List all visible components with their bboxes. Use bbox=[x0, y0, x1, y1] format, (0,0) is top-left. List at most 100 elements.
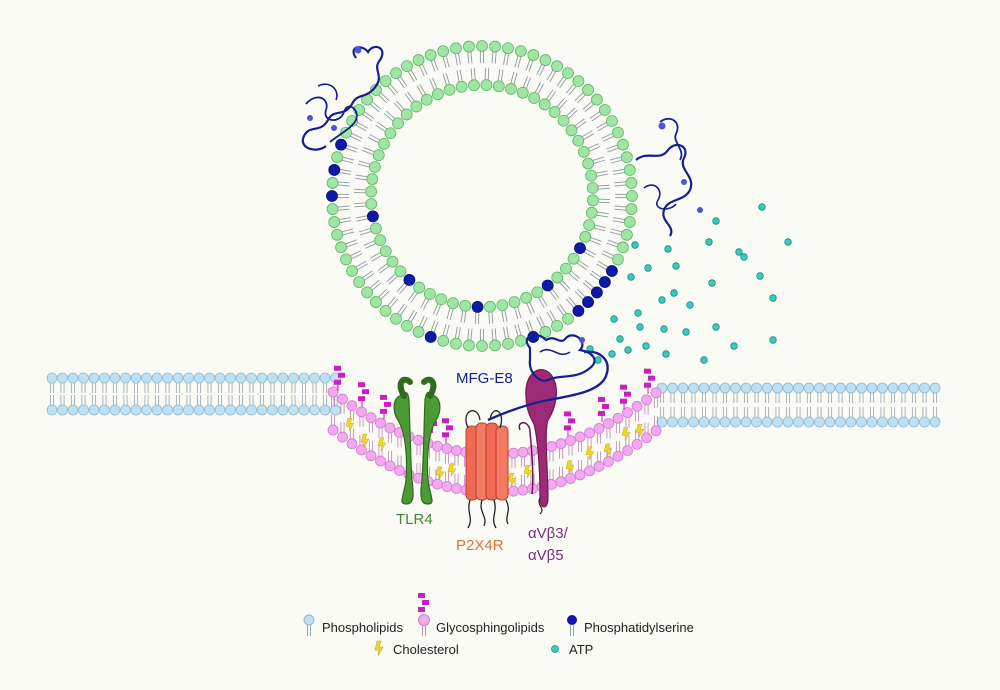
membrane-phospholipid bbox=[825, 417, 835, 427]
glycan-chain bbox=[598, 397, 609, 422]
vesicle-phospholipid bbox=[413, 326, 424, 337]
membrane-phospholipid bbox=[331, 405, 341, 415]
phosphatidylserine-molecule bbox=[336, 139, 347, 150]
raft-lipid bbox=[366, 451, 376, 461]
membrane-phospholipid bbox=[888, 417, 898, 427]
atp-molecule bbox=[617, 336, 624, 343]
phosphatidylserine-molecule bbox=[327, 191, 338, 202]
vesicle-phospholipid bbox=[515, 335, 526, 346]
vesicle-phospholipid bbox=[332, 152, 343, 163]
membrane-phospholipid bbox=[89, 405, 99, 415]
phosphatidylserine-molecule bbox=[575, 243, 586, 254]
atp-molecule bbox=[637, 324, 644, 331]
membrane-phospholipid bbox=[257, 373, 267, 383]
glycan-chain bbox=[358, 382, 369, 407]
membrane-phospholipid bbox=[184, 405, 194, 415]
phosphatidylserine-molecule bbox=[404, 274, 415, 285]
vesicle-phospholipid bbox=[558, 115, 569, 126]
membrane-phospholipid bbox=[741, 383, 751, 393]
phosphatidylserine-molecule bbox=[472, 301, 483, 312]
membrane-phospholipid bbox=[89, 373, 99, 383]
membrane-phospholipid bbox=[731, 383, 741, 393]
raft-lipid bbox=[366, 413, 376, 423]
vesicle-phospholipid bbox=[402, 61, 413, 72]
vesicle-phospholipid bbox=[583, 158, 594, 169]
glycan-chain bbox=[620, 385, 631, 410]
membrane-phospholipid bbox=[825, 383, 835, 393]
membrane-phospholipid bbox=[773, 417, 783, 427]
vesicle-phospholipid bbox=[573, 76, 584, 87]
membrane-phospholipid bbox=[215, 373, 225, 383]
raft-lipid bbox=[509, 448, 519, 458]
membrane-phospholipid bbox=[236, 405, 246, 415]
raft-lipid bbox=[452, 445, 462, 455]
membrane-phospholipid bbox=[846, 417, 856, 427]
membrane-phospholipid bbox=[773, 383, 783, 393]
vesicle-phospholipid bbox=[626, 204, 637, 215]
membrane-phospholipid bbox=[720, 383, 730, 393]
vesicle-phospholipid bbox=[617, 139, 628, 150]
vesicle-phospholipid bbox=[424, 289, 435, 300]
atp-molecule bbox=[770, 337, 777, 344]
vesicle-phospholipid bbox=[413, 55, 424, 66]
membrane-phospholipid bbox=[289, 405, 299, 415]
vesicle-phospholipid bbox=[447, 298, 458, 309]
vesicle-phospholipid bbox=[560, 263, 571, 274]
membrane-phospholipid bbox=[720, 417, 730, 427]
raft-lipid bbox=[385, 423, 395, 433]
raft-lipid bbox=[357, 407, 367, 417]
vesicle-phospholipid bbox=[460, 300, 471, 311]
membrane-phospholipid bbox=[268, 373, 278, 383]
vesicle-phospholipid bbox=[490, 340, 501, 351]
membrane-phospholipid bbox=[909, 383, 919, 393]
membrane-phospholipid bbox=[668, 383, 678, 393]
raft-lipid bbox=[433, 479, 443, 489]
atp-molecule bbox=[665, 246, 672, 253]
raft-lipid bbox=[642, 433, 652, 443]
cholesterol-molecule bbox=[566, 461, 574, 474]
atp-molecule bbox=[645, 265, 652, 272]
vesicle-phospholipid bbox=[367, 174, 378, 185]
vesicle-phospholipid bbox=[621, 152, 632, 163]
raft-lipid bbox=[623, 446, 633, 456]
vesicle-phospholipid bbox=[450, 43, 461, 54]
atp-molecule bbox=[683, 329, 690, 336]
membrane-phospholipid bbox=[846, 383, 856, 393]
raft-lipid bbox=[395, 465, 405, 475]
vesicle-phospholipid bbox=[540, 55, 551, 66]
atp-molecule bbox=[635, 310, 642, 317]
raft-lipid bbox=[613, 413, 623, 423]
vesicle-phospholipid bbox=[509, 297, 520, 308]
membrane-phospholipid bbox=[110, 405, 120, 415]
vesicle-phospholipid bbox=[387, 256, 398, 267]
membrane-phospholipid bbox=[205, 405, 215, 415]
membrane-phospholipid bbox=[131, 373, 141, 383]
vesicle-phospholipid bbox=[369, 161, 380, 172]
glycan-chain bbox=[442, 418, 453, 443]
vesicle-phospholipid bbox=[612, 254, 623, 265]
membrane-phospholipid bbox=[278, 373, 288, 383]
membrane-phospholipid bbox=[310, 405, 320, 415]
atp-molecule bbox=[709, 280, 716, 287]
p2x4r-label: P2X4R bbox=[456, 537, 504, 554]
raft-lipid bbox=[385, 461, 395, 471]
raft-lipid bbox=[632, 439, 642, 449]
vesicle-phospholipid bbox=[552, 61, 563, 72]
raft-lipid bbox=[556, 439, 566, 449]
atp-molecule bbox=[673, 263, 680, 270]
atp-molecule bbox=[713, 324, 720, 331]
phosphatidylserine-molecule bbox=[591, 287, 602, 298]
vesicle-phospholipid bbox=[380, 305, 391, 316]
phospholipid-icon bbox=[304, 615, 314, 636]
membrane-phospholipid bbox=[79, 405, 89, 415]
vesicle-phospholipid bbox=[528, 50, 539, 61]
membrane-phospholipid bbox=[741, 417, 751, 427]
membrane-phospholipid bbox=[920, 417, 930, 427]
cholesterol-molecule bbox=[586, 447, 594, 460]
raft-lipid bbox=[575, 432, 585, 442]
atp-molecule bbox=[628, 274, 635, 281]
vesicle-phospholipid bbox=[617, 242, 628, 253]
membrane-phospholipid bbox=[867, 417, 877, 427]
vesicle-phospholipid bbox=[563, 68, 574, 79]
raft-lipid bbox=[433, 441, 443, 451]
